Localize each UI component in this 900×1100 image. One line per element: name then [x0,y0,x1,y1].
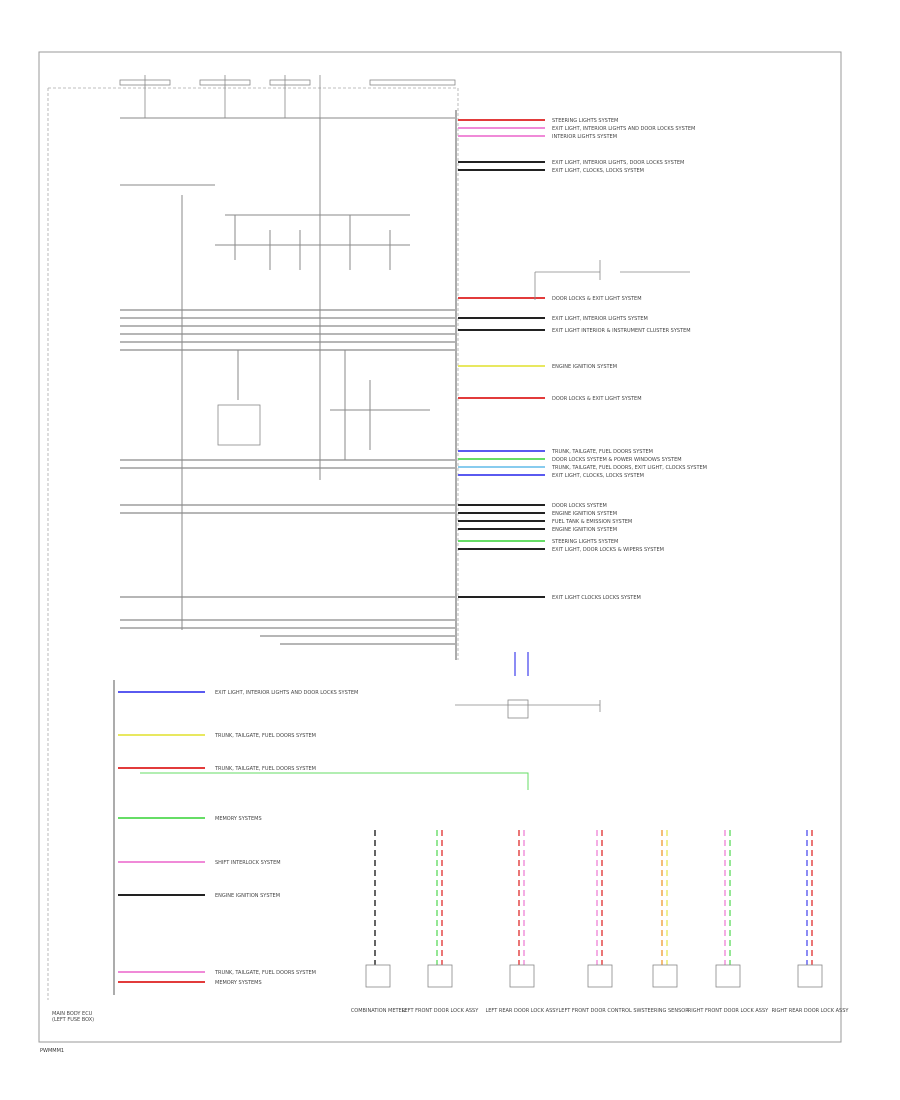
right-connection-label: EXIT LIGHT, INTERIOR LIGHTS SYSTEM [552,316,648,322]
left-connection-label: TRUNK, TAILGATE, FUEL DOORS SYSTEM [214,733,316,739]
right-connection-label: TRUNK, TAILGATE, FUEL DOORS SYSTEM [551,449,653,455]
right-connection: TRUNK, TAILGATE, FUEL DOORS, EXIT LIGHT,… [458,465,707,471]
right-connection-label: EXIT LIGHT, INTERIOR LIGHTS AND DOOR LOC… [552,126,695,132]
right-connection-label: EXIT LIGHT, CLOCKS, LOCKS SYSTEM [552,168,644,174]
internal-wiring [120,117,455,630]
component: STEERING SENSOR [641,830,689,1014]
component-label: RIGHT FRONT DOOR LOCK ASSY [688,1008,769,1014]
component-label: LEFT REAR DOOR LOCK ASSY [485,1008,559,1014]
component: LEFT FRONT DOOR LOCK ASSY [402,830,480,1014]
right-connection: DOOR LOCKS & EXIT LIGHT SYSTEM [458,296,642,302]
right-connection: ENGINE IGNITION SYSTEM [458,364,617,370]
left-connection: MEMORY SYSTEMS [118,816,262,822]
component-connector [427,964,453,988]
component: RIGHT FRONT DOOR LOCK ASSY [688,830,769,1014]
left-connection-label: TRUNK, TAILGATE, FUEL DOORS SYSTEM [214,970,316,976]
component-connector [652,964,678,988]
right-connection: EXIT LIGHT, INTERIOR LIGHTS SYSTEM [458,316,648,322]
right-connection-label: EXIT LIGHT, INTERIOR LIGHTS, DOOR LOCKS … [552,160,684,166]
component-label: LEFT FRONT DOOR LOCK ASSY [402,1008,480,1014]
top-fuse-block [119,75,456,118]
right-connection: STEERING LIGHTS SYSTEM [458,539,618,545]
component-connector [365,964,391,988]
right-connection: EXIT LIGHT INTERIOR & INSTRUMENT CLUSTER… [458,328,691,334]
module-boundary [47,87,459,1000]
right-connection-label: DOOR LOCKS SYSTEM & POWER WINDOWS SYSTEM [552,457,682,463]
left-connection: MEMORY SYSTEMS [118,980,262,986]
left-connection-label: EXIT LIGHT, INTERIOR LIGHTS AND DOOR LOC… [215,690,358,696]
right-connection: EXIT LIGHT, DOOR LOCKS & WIPERS SYSTEM [458,547,664,553]
right-connection-label: FUEL TANK & EMISSION SYSTEM [552,519,632,525]
left-connection: TRUNK, TAILGATE, FUEL DOORS SYSTEM [118,733,316,739]
horizontal-bus [120,309,455,645]
right-connection-label: EXIT LIGHT, CLOCKS, LOCKS SYSTEM [552,473,644,479]
right-connection-label: DOOR LOCKS & EXIT LIGHT SYSTEM [552,396,642,402]
right-connection: TRUNK, TAILGATE, FUEL DOORS SYSTEM [458,449,653,455]
right-connection: DOOR LOCKS SYSTEM & POWER WINDOWS SYSTEM [458,457,682,463]
right-connection: EXIT LIGHT CLOCKS LOCKS SYSTEM [458,595,641,601]
right-connection-label: EXIT LIGHT INTERIOR & INSTRUMENT CLUSTER… [552,328,691,334]
module-label-line1: MAIN BODY ECU [52,1011,93,1017]
component: LEFT REAR DOOR LOCK ASSY [485,830,559,1014]
right-connection-label: EXIT LIGHT, DOOR LOCKS & WIPERS SYSTEM [552,547,664,553]
right-connection: EXIT LIGHT, INTERIOR LIGHTS AND DOOR LOC… [458,126,695,132]
component-label: RIGHT REAR DOOR LOCK ASSY [772,1008,850,1014]
right-connection: FUEL TANK & EMISSION SYSTEM [458,519,632,525]
component-connector [715,964,741,988]
right-connection-label: EXIT LIGHT CLOCKS LOCKS SYSTEM [552,595,641,601]
right-connection: EXIT LIGHT, INTERIOR LIGHTS, DOOR LOCKS … [458,160,684,166]
component: COMBINATION METER [351,830,406,1014]
right-connection: ENGINE IGNITION SYSTEM [458,527,617,533]
diagram-frame [38,51,842,1043]
component-label: LEFT FRONT DOOR CONTROL SW [559,1008,642,1014]
left-connection-label: TRUNK, TAILGATE, FUEL DOORS SYSTEM [214,766,316,772]
left-connection-stubs: EXIT LIGHT, INTERIOR LIGHTS AND DOOR LOC… [118,690,358,986]
left-connection: SHIFT INTERLOCK SYSTEM [118,860,281,866]
right-connection-label: TRUNK, TAILGATE, FUEL DOORS, EXIT LIGHT,… [551,465,707,471]
component-connector [587,964,613,988]
right-connection-stubs: STEERING LIGHTS SYSTEM EXIT LIGHT, INTERI… [458,118,707,601]
module-label-line2: (LEFT FUSE BOX) [52,1017,94,1023]
left-connection: ENGINE IGNITION SYSTEM [118,893,280,899]
component: LEFT FRONT DOOR CONTROL SW [559,830,642,1014]
left-connection-label: MEMORY SYSTEMS [215,980,262,986]
component-connector [509,964,535,988]
upper-right-sub-block [534,260,690,300]
left-connection: TRUNK, TAILGATE, FUEL DOORS SYSTEM [118,970,316,976]
green-signal-wire [140,772,529,790]
internal-ecu-block [217,404,261,446]
left-connection-label: MEMORY SYSTEMS [215,816,262,822]
right-connection: EXIT LIGHT, CLOCKS, LOCKS SYSTEM [458,473,644,479]
right-connection-label: STEERING LIGHTS SYSTEM [552,118,618,124]
footer-label: PWMMM1 [40,1048,64,1054]
middle-relay-block [455,699,601,719]
component-connector [797,964,823,988]
right-connection-label: DOOR LOCKS SYSTEM [552,503,607,509]
left-connection: EXIT LIGHT, INTERIOR LIGHTS AND DOOR LOC… [118,690,358,696]
right-connection-label: STEERING LIGHTS SYSTEM [552,539,618,545]
component: RIGHT REAR DOOR LOCK ASSY [772,830,850,1014]
right-connection: STEERING LIGHTS SYSTEM [458,118,618,124]
right-connection: EXIT LIGHT, CLOCKS, LOCKS SYSTEM [458,168,644,174]
right-connection-label: ENGINE IGNITION SYSTEM [552,511,617,517]
right-connection: DOOR LOCKS & EXIT LIGHT SYSTEM [458,396,642,402]
module-label: MAIN BODY ECU (LEFT FUSE BOX) [52,1011,94,1023]
right-connection-label: INTERIOR LIGHTS SYSTEM [552,134,617,140]
left-connection-label: ENGINE IGNITION SYSTEM [215,893,280,899]
component-label: COMBINATION METER [351,1008,406,1014]
left-connection-label: SHIFT INTERLOCK SYSTEM [215,860,281,866]
right-connection-label: ENGINE IGNITION SYSTEM [552,527,617,533]
right-connection-label: ENGINE IGNITION SYSTEM [552,364,617,370]
right-connection: ENGINE IGNITION SYSTEM [458,511,617,517]
component-label: STEERING SENSOR [641,1008,689,1014]
right-connection: DOOR LOCKS SYSTEM [458,503,607,509]
left-connection: TRUNK, TAILGATE, FUEL DOORS SYSTEM [118,766,316,772]
right-connection: INTERIOR LIGHTS SYSTEM [458,134,617,140]
right-connection-label: DOOR LOCKS & EXIT LIGHT SYSTEM [552,296,642,302]
